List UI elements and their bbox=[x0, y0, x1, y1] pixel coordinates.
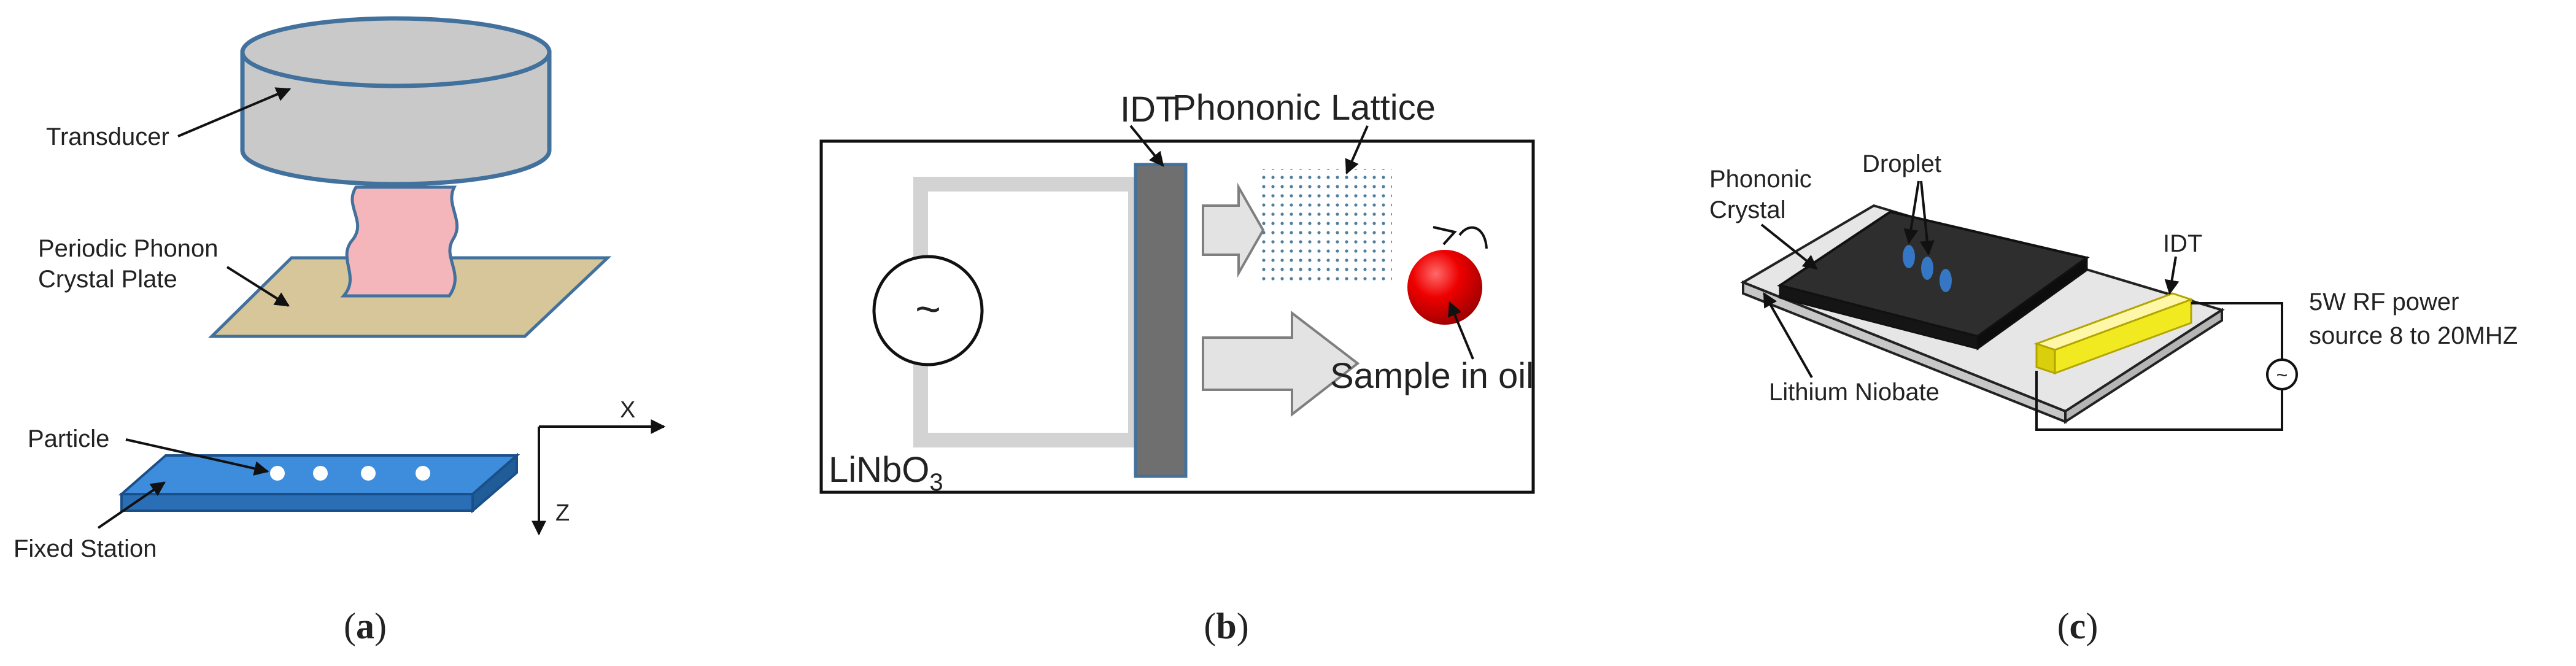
droplets bbox=[1903, 245, 1952, 292]
substrate-label: LiNbO3 bbox=[829, 450, 943, 496]
plate-label-line1: Periodic Phonon bbox=[38, 235, 219, 262]
phononic-lattice bbox=[1262, 169, 1392, 282]
idt-pointer bbox=[1129, 125, 1164, 167]
axes-xz: X Z bbox=[532, 397, 666, 536]
particle-pointer bbox=[125, 438, 269, 476]
particle bbox=[361, 466, 376, 481]
power-label-line2: source 8 to 20MHZ bbox=[2309, 322, 2518, 349]
particle bbox=[416, 466, 430, 481]
panel-a: X Z Transducer Periodic Phonon Crystal P… bbox=[14, 16, 666, 646]
wavy-horn bbox=[340, 185, 459, 298]
droplet bbox=[1903, 245, 1915, 268]
crystal-label-line1: Phononic bbox=[1709, 166, 1812, 193]
caption-b: (b) bbox=[1204, 606, 1248, 646]
idt-label-c: IDT bbox=[2163, 230, 2202, 257]
droplet-label: Droplet bbox=[1862, 150, 1941, 177]
lattice-pointer bbox=[1345, 125, 1369, 175]
particle bbox=[270, 466, 285, 481]
phononic-crystal-block bbox=[1777, 210, 2090, 350]
ac-source bbox=[872, 255, 984, 366]
substrate-pointer-c bbox=[1763, 292, 1813, 378]
power-label-line1: 5W RF power bbox=[2309, 288, 2459, 316]
panel-b: ~ IDT Phononic Lattice Sample in oil LiN… bbox=[819, 88, 1535, 646]
droplet-pointer-2 bbox=[1919, 180, 1935, 256]
droplet bbox=[1921, 257, 1933, 280]
panel-c: ~ Phononic Crystal Droplet IDT 5W RF pow… bbox=[1709, 150, 2518, 646]
transducer-label: Transducer bbox=[46, 123, 169, 150]
droplet-pointer-1 bbox=[1903, 180, 1920, 244]
axis-x-label: X bbox=[620, 397, 635, 423]
caption-c: (c) bbox=[2057, 606, 2098, 646]
plate-pointer bbox=[226, 266, 290, 307]
rf-source bbox=[2266, 358, 2298, 390]
transducer-cylinder bbox=[240, 16, 552, 187]
droplet bbox=[1940, 269, 1952, 292]
substrate-label-c: Lithium Niobate bbox=[1769, 379, 1940, 406]
crystal-pointer bbox=[1760, 223, 1818, 270]
axis-z-label: Z bbox=[555, 500, 570, 526]
crystal-label-line2: Crystal bbox=[1709, 196, 1785, 223]
acoustic-wave-arrow-small bbox=[1202, 182, 1265, 278]
ac-source-symbol: ~ bbox=[915, 285, 941, 334]
idt-pointer-c bbox=[2164, 256, 2180, 295]
plate-label-line2: Crystal Plate bbox=[38, 266, 177, 293]
rf-source-symbol: ~ bbox=[2276, 364, 2288, 386]
idt-bar bbox=[2033, 292, 2194, 375]
particle-label: Particle bbox=[28, 425, 109, 452]
sample-pointer bbox=[1448, 301, 1474, 360]
caption-a: (a) bbox=[344, 606, 387, 646]
fixed-station-pointer bbox=[97, 481, 166, 529]
idt-label: IDT bbox=[1120, 90, 1177, 130]
rotation-arrow-head bbox=[1433, 226, 1457, 246]
idt-electrode bbox=[1134, 163, 1188, 478]
rotation-arrow bbox=[1458, 226, 1488, 249]
particles bbox=[270, 466, 430, 481]
fixed-station-label: Fixed Station bbox=[14, 535, 157, 562]
sample-label: Sample in oil bbox=[1330, 356, 1534, 396]
transducer-pointer bbox=[177, 87, 292, 137]
acoustic-wave-arrow-large bbox=[1202, 310, 1360, 417]
fixed-station bbox=[118, 452, 520, 514]
sample-droplet bbox=[1407, 250, 1482, 325]
lattice-label: Phononic Lattice bbox=[1172, 88, 1436, 128]
rf-wire bbox=[2035, 302, 2283, 431]
particle bbox=[313, 466, 328, 481]
